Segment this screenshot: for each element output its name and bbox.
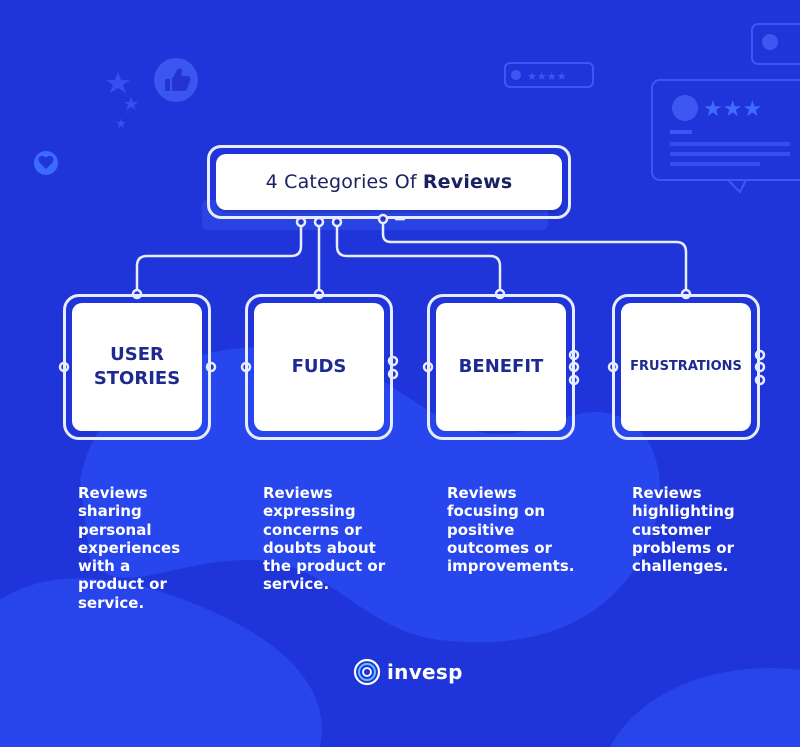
svg-text:★★★★: ★★★★ [527,70,567,83]
category-label: USER STORIES [93,344,181,389]
brand-logo: invesp [353,658,463,686]
title-frame [207,145,571,219]
category-description: Reviews focusing on positive outcomes or… [447,484,575,576]
card-frame [63,294,211,440]
title-emphasis: Reviews [422,171,513,193]
background-blob-right [610,668,800,747]
review-card-icon: ★★★ [651,79,800,194]
card-frame [245,294,393,440]
svg-text:★★★: ★★★ [703,97,762,122]
category-card-user-stories: USER STORIES [72,303,202,431]
invesp-logo-icon [353,658,381,686]
star-icon [106,72,138,128]
thumbs-up-icon [154,58,198,102]
review-card-icon: ★★★★ [504,62,594,88]
category-card-fuds: FUDS [254,303,384,431]
heart-icon [34,151,58,175]
card-frame [427,294,575,440]
category-label: BENEFIT [458,356,544,377]
review-card-icon [751,23,800,65]
brand-name: invesp [387,660,463,684]
category-description: Reviews sharing personal experiences wit… [78,484,181,612]
background-blob-left [0,578,322,747]
category-label: FRUSTRATIONS [630,359,742,374]
category-label: FUDS [291,356,347,377]
category-description: Reviews highlighting customer problems o… [632,484,735,576]
page-title: 4 Categories Of Reviews [216,154,562,210]
background-blob-center [80,347,661,643]
category-card-frustrations: FRUSTRATIONS [621,303,751,431]
category-description: Reviews expressing concerns or doubts ab… [263,484,386,594]
title-prefix: 4 Categories Of [265,171,417,193]
category-card-benefit: BENEFIT [436,303,566,431]
card-frame [612,294,760,440]
